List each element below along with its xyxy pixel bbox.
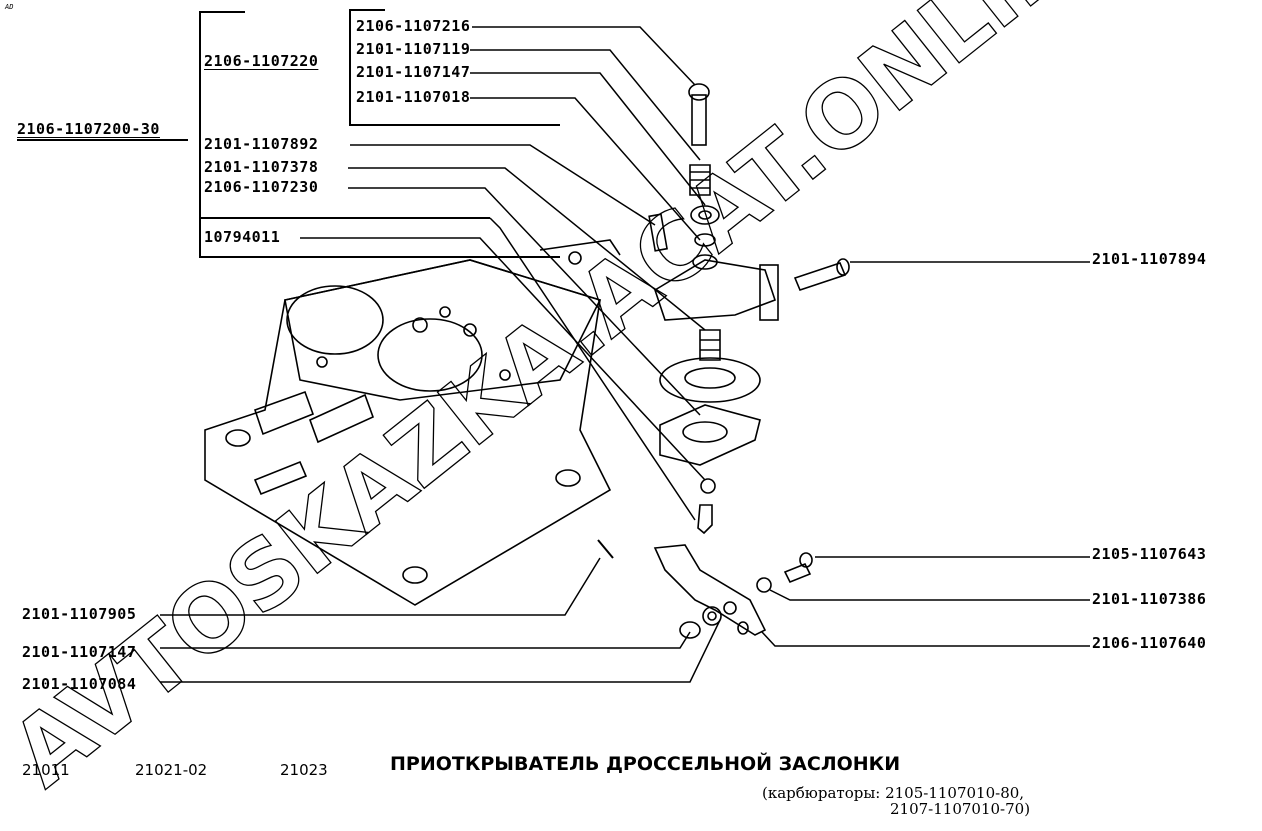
corner-mark: AD xyxy=(5,3,14,11)
part-label: 2101-1107119 xyxy=(356,40,471,58)
diagram-subtitle: (карбюраторы: 2105-1107010-80, xyxy=(762,784,1025,802)
assembly-brackets xyxy=(17,9,560,258)
part-label: 2101-1107084 xyxy=(22,675,137,693)
part-label: 2101-1107147 xyxy=(356,63,471,81)
diagram-title: ПРИОТКРЫВАТЕЛЬ ДРОССЕЛЬНОЙ ЗАСЛОНКИ xyxy=(390,753,901,775)
part-label: 2101-1107147 xyxy=(22,643,137,661)
part-label: 2101-1107905 xyxy=(22,605,137,623)
assembly-main-label: 2106-1107200-30 xyxy=(17,120,160,138)
part-label: 2106-1107640 xyxy=(1092,634,1207,652)
parts xyxy=(597,83,850,639)
model-code: 21011 xyxy=(22,761,70,779)
model-code: 21023 xyxy=(280,761,328,779)
model-code: 21021-02 xyxy=(135,761,208,779)
diagram-subtitle: 2107-1107010-70) xyxy=(890,800,1031,818)
watermark: AVTOSKAZKA.ACAT.ONLINE xyxy=(0,0,1147,808)
part-label: 2101-1107378 xyxy=(204,158,319,176)
part-label: 10794011 xyxy=(204,228,281,246)
part-label: 2106-1107216 xyxy=(356,17,471,35)
part-label: 2101-1107892 xyxy=(204,135,319,153)
part-label: 2106-1107230 xyxy=(204,178,319,196)
assembly-sub-label: 2106-1107220 xyxy=(204,52,319,70)
part-label: 2101-1107386 xyxy=(1092,590,1207,608)
part-label: 2105-1107643 xyxy=(1092,545,1207,563)
part-label: 2101-1107894 xyxy=(1092,250,1207,268)
carburetor-body xyxy=(204,239,621,606)
part-label: 2101-1107018 xyxy=(356,88,471,106)
leader-lines xyxy=(160,26,1090,683)
